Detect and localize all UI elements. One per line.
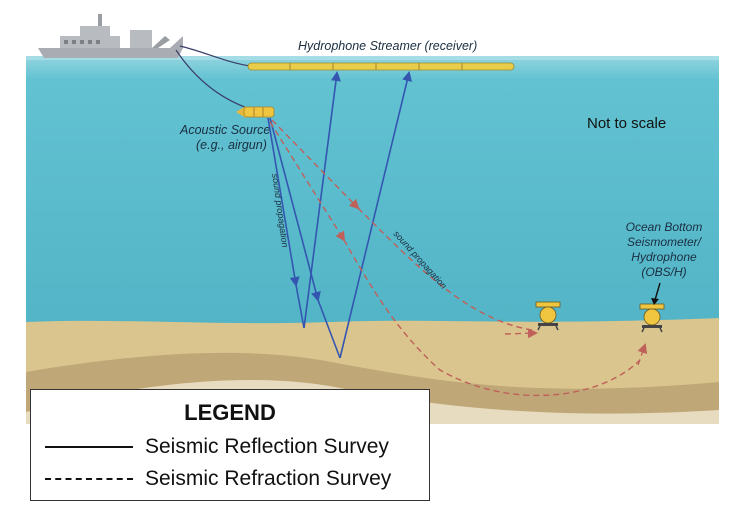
obs-label-line1: Ocean Bottom bbox=[626, 220, 703, 234]
obs-instrument-icon bbox=[535, 301, 561, 331]
source-label-line2: (e.g., airgun) bbox=[196, 138, 267, 152]
reflection-ray-up-2 bbox=[339, 71, 412, 359]
legend-refraction-label: Seismic Refraction Survey bbox=[145, 467, 392, 490]
legend-dashed-line-swatch bbox=[45, 478, 133, 480]
legend-item-refraction: Seismic Refraction Survey bbox=[45, 466, 391, 492]
refraction-rays bbox=[269, 119, 648, 397]
ship-icon bbox=[38, 14, 183, 58]
refraction-arrow-obs1 bbox=[504, 328, 538, 339]
airgun-icon bbox=[236, 106, 275, 118]
reflection-rays bbox=[267, 71, 412, 359]
source-label-line1: Acoustic Source bbox=[179, 123, 270, 137]
streamer-tow-cable bbox=[179, 45, 251, 67]
sea-surface-line bbox=[26, 56, 719, 60]
refraction-ray-2 bbox=[269, 121, 346, 242]
reflection-ray-down-1 bbox=[267, 117, 300, 287]
obs-label-line3: Hydrophone bbox=[631, 250, 697, 264]
legend-item-reflection: Seismic Reflection Survey bbox=[45, 434, 389, 460]
scale-note: Not to scale bbox=[587, 115, 666, 132]
obs-label-line4: (OBS/H) bbox=[641, 265, 686, 279]
obs-label-line2: Seismometer/ bbox=[627, 235, 703, 249]
refraction-ray-1 bbox=[271, 119, 360, 210]
refraction-arrow-obs2 bbox=[637, 343, 648, 366]
legend-reflection-label: Seismic Reflection Survey bbox=[145, 435, 389, 458]
legend-title: LEGEND bbox=[184, 400, 276, 425]
hydrophone-streamer bbox=[247, 62, 515, 71]
reflection-ray-up-1 bbox=[303, 71, 341, 329]
streamer-label: Hydrophone Streamer (receiver) bbox=[298, 39, 477, 53]
ocean-water bbox=[26, 58, 719, 330]
reflection-ray-down-2 bbox=[269, 117, 321, 302]
legend-solid-line-swatch bbox=[45, 446, 133, 448]
arrow-icon bbox=[651, 282, 661, 305]
obs-instrument-icon bbox=[639, 303, 665, 333]
legend-box: LEGEND Seismic Reflection Survey Seismic… bbox=[30, 389, 430, 501]
